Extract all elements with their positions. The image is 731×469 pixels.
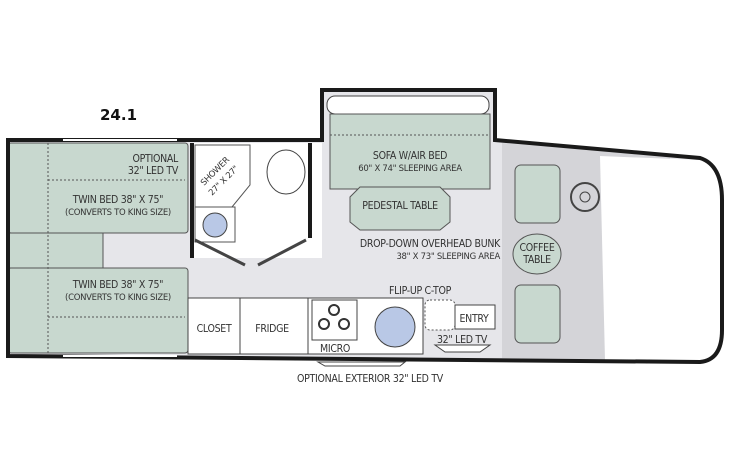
- label-coffee-table: COFFEE: [519, 242, 554, 254]
- label-sofa: SOFA W/AIR BED: [373, 150, 447, 162]
- shower: [194, 144, 251, 208]
- label-coffee-table: TABLE: [522, 254, 551, 266]
- bed-extension: [7, 232, 104, 269]
- label-fridge: FRIDGE: [255, 323, 289, 335]
- label-optional-tv: 32" LED TV: [128, 165, 179, 177]
- wall: [190, 143, 194, 258]
- dashboard-area: [600, 156, 722, 360]
- steering-wheel: [570, 182, 600, 212]
- burner: [318, 318, 330, 330]
- label-twin-bed-top: (CONVERTS TO KING SIZE): [65, 208, 171, 218]
- model-number: 24.1: [100, 106, 137, 124]
- steering-hub: [579, 191, 591, 203]
- sofa: [329, 113, 491, 190]
- label-entry: ENTRY: [460, 313, 489, 325]
- label-twin-bed-bottom: TWIN BED 38" X 75": [72, 279, 163, 291]
- pedestal-table: [349, 186, 451, 231]
- label-micro: MICRO: [320, 343, 350, 355]
- exterior-tv-mount: [316, 361, 407, 367]
- label-bunk: 38" X 73" SLEEPING AREA: [396, 252, 500, 262]
- label-flip-up: FLIP-UP C-TOP: [389, 285, 452, 297]
- label-optional-tv: OPTIONAL: [132, 153, 179, 165]
- exterior-wall: [6, 88, 724, 365]
- label-exterior-tv: OPTIONAL EXTERIOR 32" LED TV: [297, 373, 444, 385]
- burner: [328, 304, 340, 316]
- burner: [338, 318, 350, 330]
- label-closet: CLOSET: [197, 323, 232, 335]
- tv-stand: [433, 344, 492, 353]
- bath-door[interactable]: [257, 238, 307, 267]
- label-sofa: 60" X 74" SLEEPING AREA: [358, 164, 462, 174]
- cab-seat-top: [514, 164, 561, 224]
- label-twin-bed-bottom: (CONVERTS TO KING SIZE): [65, 293, 171, 303]
- toilet: [266, 149, 306, 195]
- bath-door[interactable]: [194, 238, 246, 267]
- kitchen-sink: [374, 306, 416, 348]
- entry-step[interactable]: [454, 304, 496, 330]
- label-bunk: DROP-DOWN OVERHEAD BUNK: [360, 238, 501, 250]
- label-pedestal-table: PEDESTAL TABLE: [362, 200, 438, 212]
- flip-up-countertop: [424, 299, 456, 331]
- bath-sink: [202, 212, 228, 238]
- label-twin-bed-top: TWIN BED 38" X 75": [72, 194, 163, 206]
- coffee-table: [512, 233, 562, 275]
- label-entry-tv: 32" LED TV: [437, 334, 488, 346]
- wall: [308, 143, 312, 238]
- cab-seat-bottom: [514, 284, 561, 344]
- sofa-back: [326, 95, 490, 115]
